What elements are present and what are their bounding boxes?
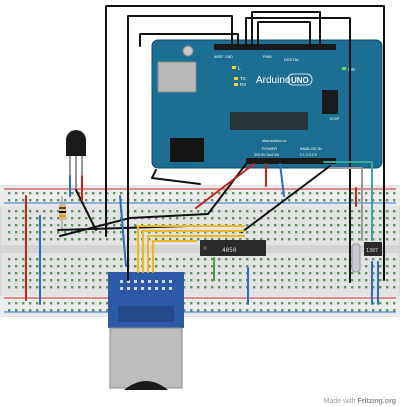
analog-pins-label: 0 1 2 3 4 5: [300, 153, 317, 157]
reset-button: [182, 45, 194, 57]
breadboard: [0, 185, 400, 317]
rx-led: [234, 83, 238, 86]
wire-black-d13: [245, 17, 351, 283]
wire-blue-gnd: [279, 163, 285, 197]
fritzing-brand: Fritzing.org: [357, 398, 397, 405]
power-label: POWER: [262, 146, 277, 151]
wire-black-gnd: [75, 189, 97, 231]
usb-connector: [157, 61, 197, 93]
resistor: [59, 196, 66, 232]
gnd-label: GND: [225, 55, 233, 59]
arduino-brand-label: Arduino: [256, 75, 291, 86]
l-led: [232, 66, 236, 69]
arduino-uno-board: Arduino UNO DIGITAL AREF GND PWM L TX RX…: [151, 39, 383, 169]
wire-black-sd: [127, 15, 233, 281]
chip-1307-label: 1307: [366, 248, 378, 254]
aref-label: AREF: [214, 55, 223, 59]
digital-label: DIGITAL: [284, 57, 300, 62]
wires: [25, 5, 385, 305]
wire-black-d12: [257, 21, 311, 47]
pwm-label: PWM: [263, 55, 272, 59]
on-led: [342, 67, 346, 70]
made-with-label: Made with: [323, 398, 356, 405]
tx-led: [234, 77, 238, 80]
wire-black-gnd2: [59, 163, 247, 237]
wire-yellow-3: [147, 235, 245, 273]
atmega-chip: [230, 112, 308, 130]
digital-header: [214, 44, 336, 50]
sd-card-module: [108, 272, 184, 390]
analog-in-label: ANALOG IN: [300, 146, 322, 151]
rx-led-label: RX: [240, 82, 246, 87]
fritzing-credit: Made with Fritzing.org: [324, 398, 396, 405]
tx-led-label: TX: [240, 76, 246, 81]
wire-red-vin: [195, 163, 255, 209]
icsp-header: [322, 90, 338, 114]
wire-yellow-4: [152, 240, 197, 273]
chip-1307: 1307: [364, 242, 382, 256]
chip-4050-label: 4050: [222, 247, 237, 254]
analog-header: [296, 158, 336, 164]
wire-black-hi: [151, 169, 201, 185]
l-led-label: L: [238, 66, 241, 72]
power-pins-label: 3V3 5V Gnd Vin: [254, 153, 279, 157]
wire-black-a4: [241, 165, 331, 233]
icsp-label: ICSP: [330, 116, 340, 121]
wire-yellow-1: [137, 225, 245, 273]
power-jack: [170, 138, 204, 162]
wire-blue-sd: [119, 195, 127, 267]
website-label: www.arduino.cc: [262, 139, 287, 143]
crystal: [351, 243, 361, 273]
wire-gray-a5: [329, 167, 363, 241]
wire-yellow-2: [142, 230, 245, 273]
on-led-label: ON: [348, 67, 355, 72]
sd-card-slot: [109, 327, 183, 389]
wire-teal-a4: [323, 161, 373, 241]
wire-black-left-loop: [105, 5, 385, 281]
chip-4050: 4050: [200, 240, 266, 256]
power-header: [246, 158, 304, 164]
sd-card-pins: [120, 280, 172, 290]
arduino-model-label: UNO: [291, 76, 309, 85]
wire-black-d11: [251, 11, 321, 47]
wire-black-d10: [139, 33, 239, 47]
